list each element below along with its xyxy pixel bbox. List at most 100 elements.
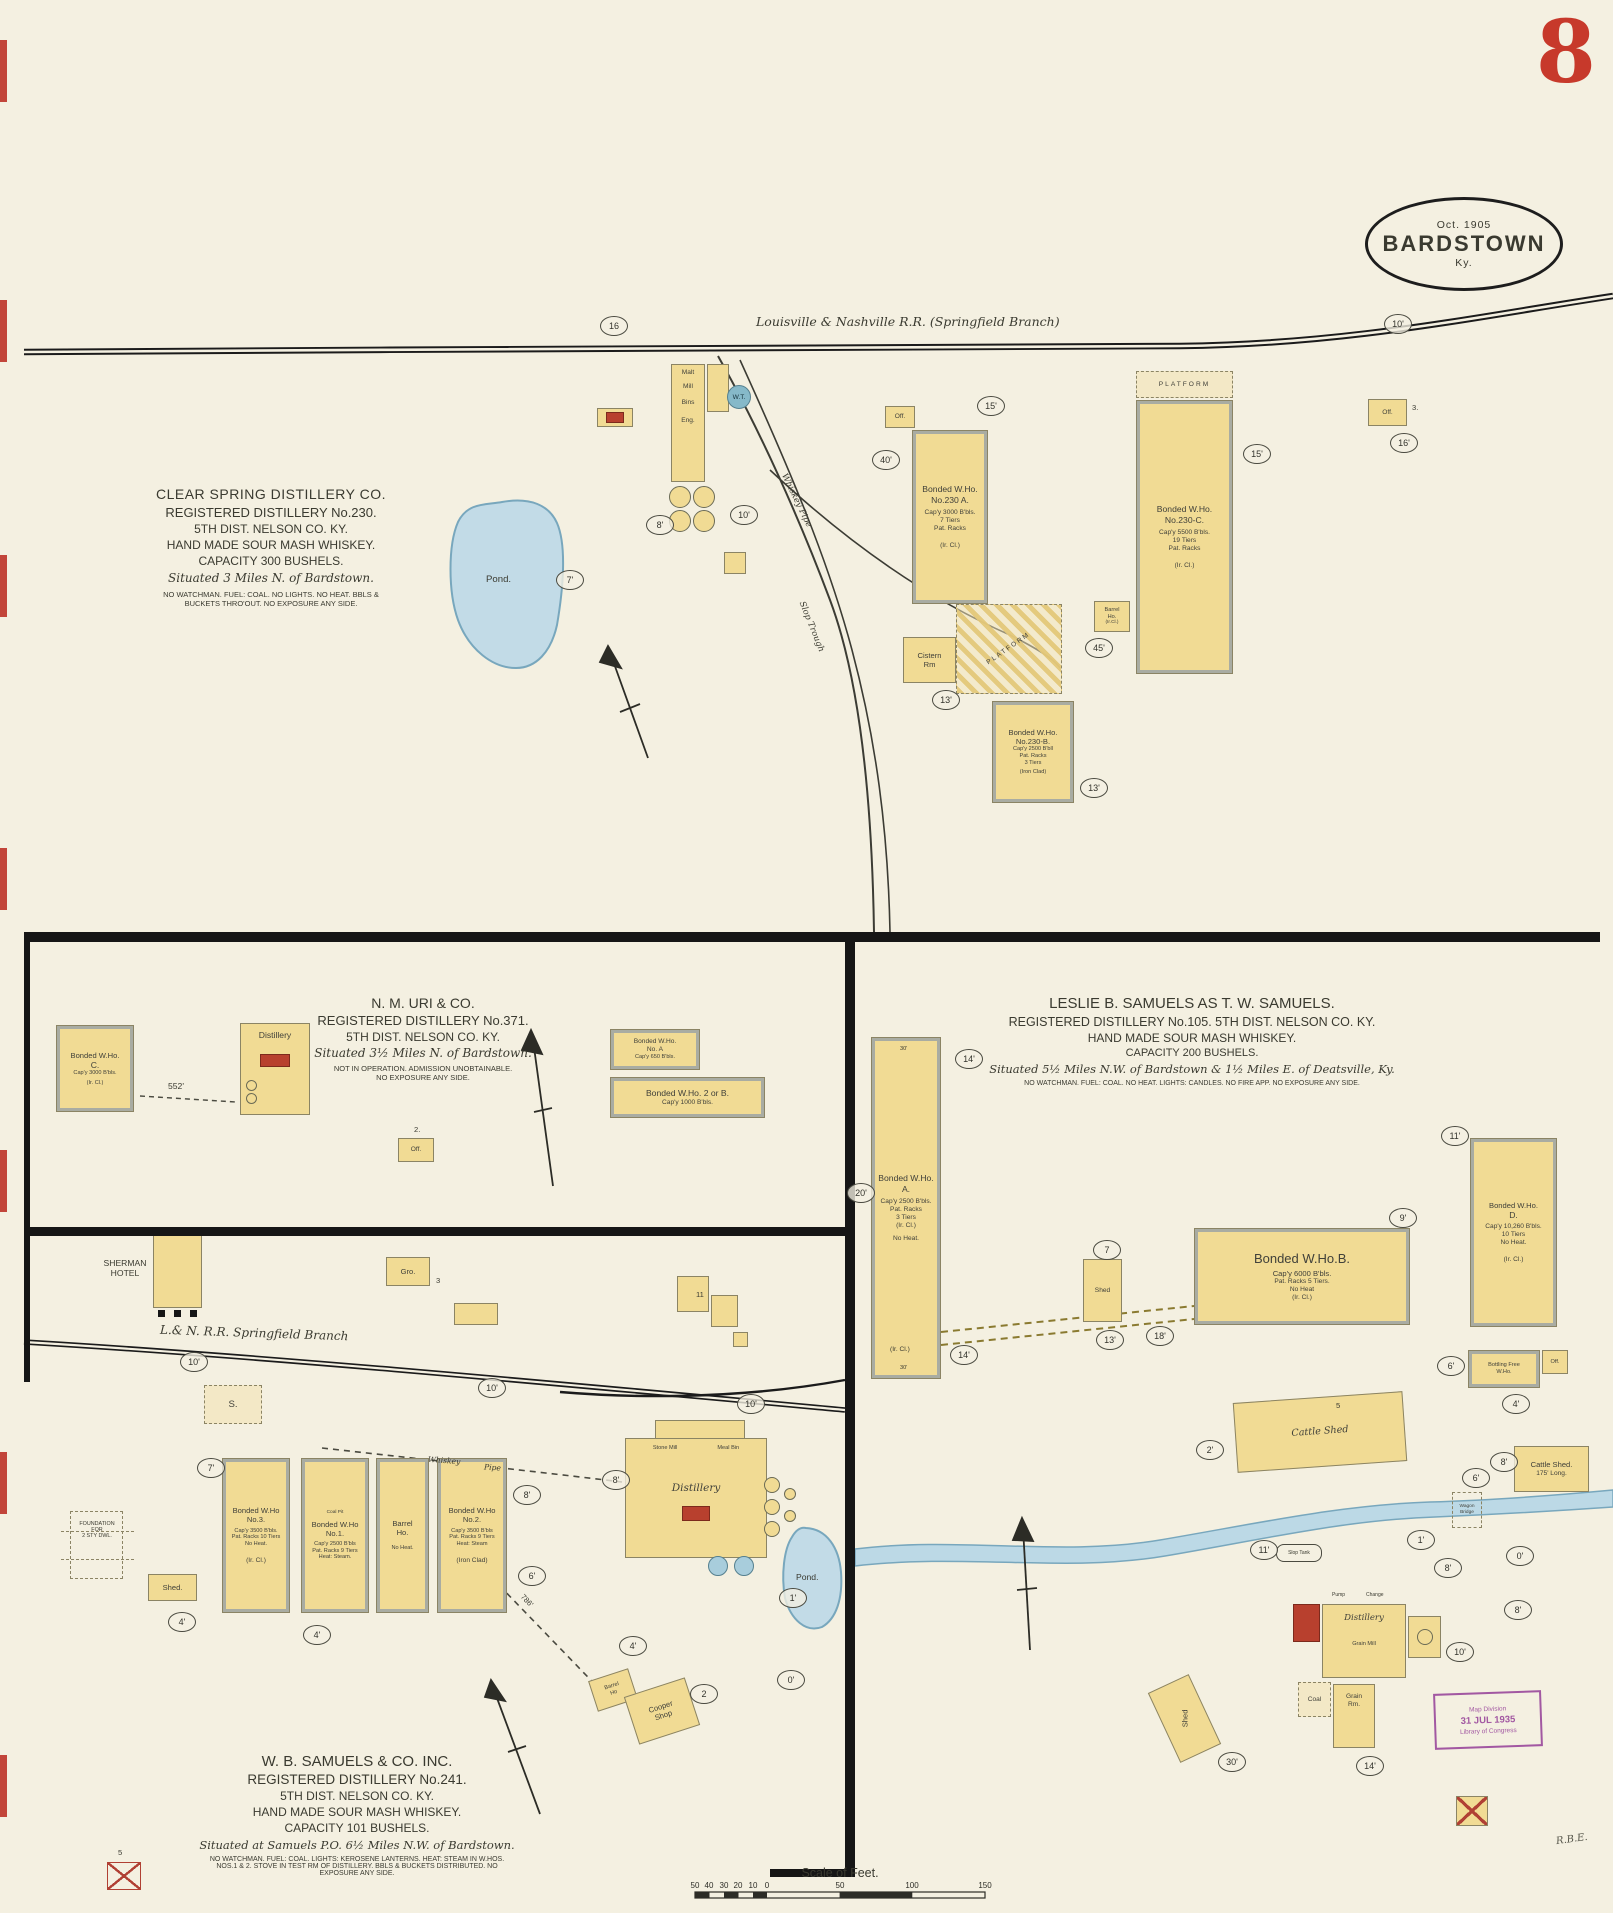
label-line: Rm. [1347, 1700, 1361, 1708]
circled-number: 8' [1434, 1558, 1462, 1578]
circled-number: 4' [303, 1625, 331, 1645]
label-line: Bonded W.Ho. 2 or B. [645, 1088, 730, 1099]
scale-bar: 50 40 30 20 10 0 50 100 150 [691, 1881, 992, 1899]
label-line: Ho. [396, 1528, 409, 1538]
north-arrow-leslie [1011, 1515, 1038, 1651]
label-line: Cap'y 2500 B'bls [314, 1540, 356, 1547]
map-edge-line [24, 942, 30, 1382]
label-line: No Heat [1289, 1286, 1315, 1294]
library-of-congress-stamp: Map Division 31 JUL 1935 Library of Cong… [1433, 1690, 1543, 1750]
label-line: Cap'y 3500 B'bls [451, 1527, 493, 1534]
divider-bottom-stub [770, 1869, 855, 1877]
scale-num: 10 [749, 1881, 758, 1890]
pipe-dashed-1 [321, 1447, 623, 1483]
label-line: 1' [789, 1593, 797, 1603]
small-hatched-structure [1456, 1796, 1488, 1826]
label-line: No.230-B. [1015, 737, 1051, 747]
building-distillery-samuels-annex [655, 1420, 745, 1440]
railroad-label-top: Louisville & Nashville R.R. (Springfield… [756, 314, 1060, 329]
label-line: Off. [410, 1146, 422, 1154]
circled-number: 10' [1384, 314, 1412, 334]
label-line: Coal Pit [326, 1509, 344, 1515]
label-line: Pat. Racks [934, 524, 966, 532]
section-divider-horizontal [24, 932, 1600, 942]
label-line: 11' [1258, 1545, 1270, 1555]
label-line: Pat. Racks [890, 1205, 922, 1213]
title-line: CAPACITY 300 BUSHELS. [198, 554, 344, 568]
title-line: HAND MADE SOUR MASH WHISKEY. [166, 538, 376, 552]
building-office-east: Off. [1368, 399, 1407, 426]
circled-number: 10' [1446, 1642, 1474, 1662]
label-line: 4' [313, 1630, 321, 1640]
label-line: Cistern [917, 650, 942, 660]
building-grain-room: Grain Rm. [1333, 1684, 1375, 1748]
label-line: 19 Tiers [1172, 536, 1197, 544]
title-line: REGISTERED DISTILLERY No.241. [247, 1772, 467, 1787]
label-line: Wagon [1459, 1504, 1475, 1510]
label-line: 0' [787, 1675, 795, 1685]
label-line: 13' [1104, 1335, 1116, 1345]
railroad-siding [559, 1378, 846, 1398]
slop-tank: Slop Tank [1276, 1544, 1322, 1562]
title-line: N. M. URI & CO. [371, 995, 475, 1011]
circled-number: 7' [197, 1458, 225, 1478]
circled-number: 6' [518, 1566, 546, 1586]
circled-number: 14' [955, 1049, 983, 1069]
circled-number: 1' [779, 1588, 807, 1608]
circled-number: 13' [1080, 778, 1108, 798]
circled-number: 16 [600, 316, 628, 336]
label-line: Bins [681, 398, 695, 406]
binding-mark [0, 300, 7, 362]
label-line: 40' [880, 455, 892, 465]
circled-number: 8' [1490, 1452, 1518, 1472]
label-line: (Ir. Cl.) [1503, 1256, 1524, 1264]
circled-number: 10' [730, 505, 758, 525]
sherman-hotel-label: SHERMAN HOTEL [100, 1258, 150, 1278]
title-line: HAND MADE SOUR MASH WHISKEY. [1087, 1031, 1297, 1045]
foundation-outline [61, 1531, 134, 1560]
building-cattle-shed-1: Cattle Shed [1232, 1391, 1408, 1473]
railroad-ln-main-core [23, 294, 1613, 354]
windmill-mark [107, 1862, 141, 1890]
building-small [711, 1295, 738, 1327]
label-line: W.Ho. [1496, 1369, 1512, 1375]
north-arrow-clear-spring [598, 644, 649, 759]
label-line: 10' [745, 1399, 757, 1409]
label-line: Bridge [1460, 1510, 1474, 1515]
circled-number: 10' [478, 1378, 506, 1398]
building-barrel-house: Barrel Ho. (Ir.Cl.) [1094, 601, 1130, 632]
cistern-tank [669, 486, 691, 508]
pipe-dashed-2 [437, 1521, 613, 1703]
title-line: REGISTERED DISTILLERY No.230. [165, 505, 377, 520]
label-line: Pat. Racks [1019, 752, 1047, 759]
tank-circle [764, 1499, 780, 1515]
label-line: 10' [1392, 319, 1404, 329]
binding-mark [0, 848, 7, 910]
building-office: Off. [885, 406, 915, 428]
label-line: 3 Tiers [1024, 759, 1042, 766]
label-line: 8' [656, 520, 664, 530]
label-line: Barrel [392, 1519, 413, 1529]
label-line: Cap'y 2500 B'bls. [880, 1198, 932, 1206]
label-line: (Ir. Cl.) [896, 1221, 916, 1229]
boiler-mark [682, 1506, 710, 1522]
label-line: No.3. [246, 1515, 266, 1525]
label-line: Shed [1179, 1709, 1189, 1728]
label-line: Bottling Free [1488, 1362, 1520, 1369]
railroad-ln-bottom-core [23, 1340, 846, 1412]
label-line: Cap'y 2500 B'bll [1012, 746, 1054, 753]
number-note: 5 [118, 1848, 123, 1857]
scale-num: 150 [978, 1881, 992, 1890]
label-line: Mill [683, 382, 693, 390]
label-line: 14' [1364, 1761, 1376, 1771]
stamp-date: Oct. 1905 [1436, 219, 1492, 231]
label-line: 7' [566, 575, 574, 585]
label-line: (Ir.Cl.) [1105, 620, 1119, 626]
number-note: 5 [1336, 1401, 1341, 1410]
label-line: Grain Mill [1352, 1641, 1376, 1648]
building-bonded-warehouse-2b-uri: Bonded W.Ho. 2 or B. Cap'y 1000 B'bls. [610, 1077, 765, 1118]
samuels-title: W. B. SAMUELS & CO. INC. REGISTERED DIST… [187, 1753, 527, 1877]
label-line: Bonded W.Ho. [1008, 727, 1058, 737]
scale-label: Scale of Feet. [801, 1866, 879, 1880]
fine-print: NO WATCHMAN. FUEL: COAL. LIGHTS: KEROSEN… [209, 1856, 505, 1863]
